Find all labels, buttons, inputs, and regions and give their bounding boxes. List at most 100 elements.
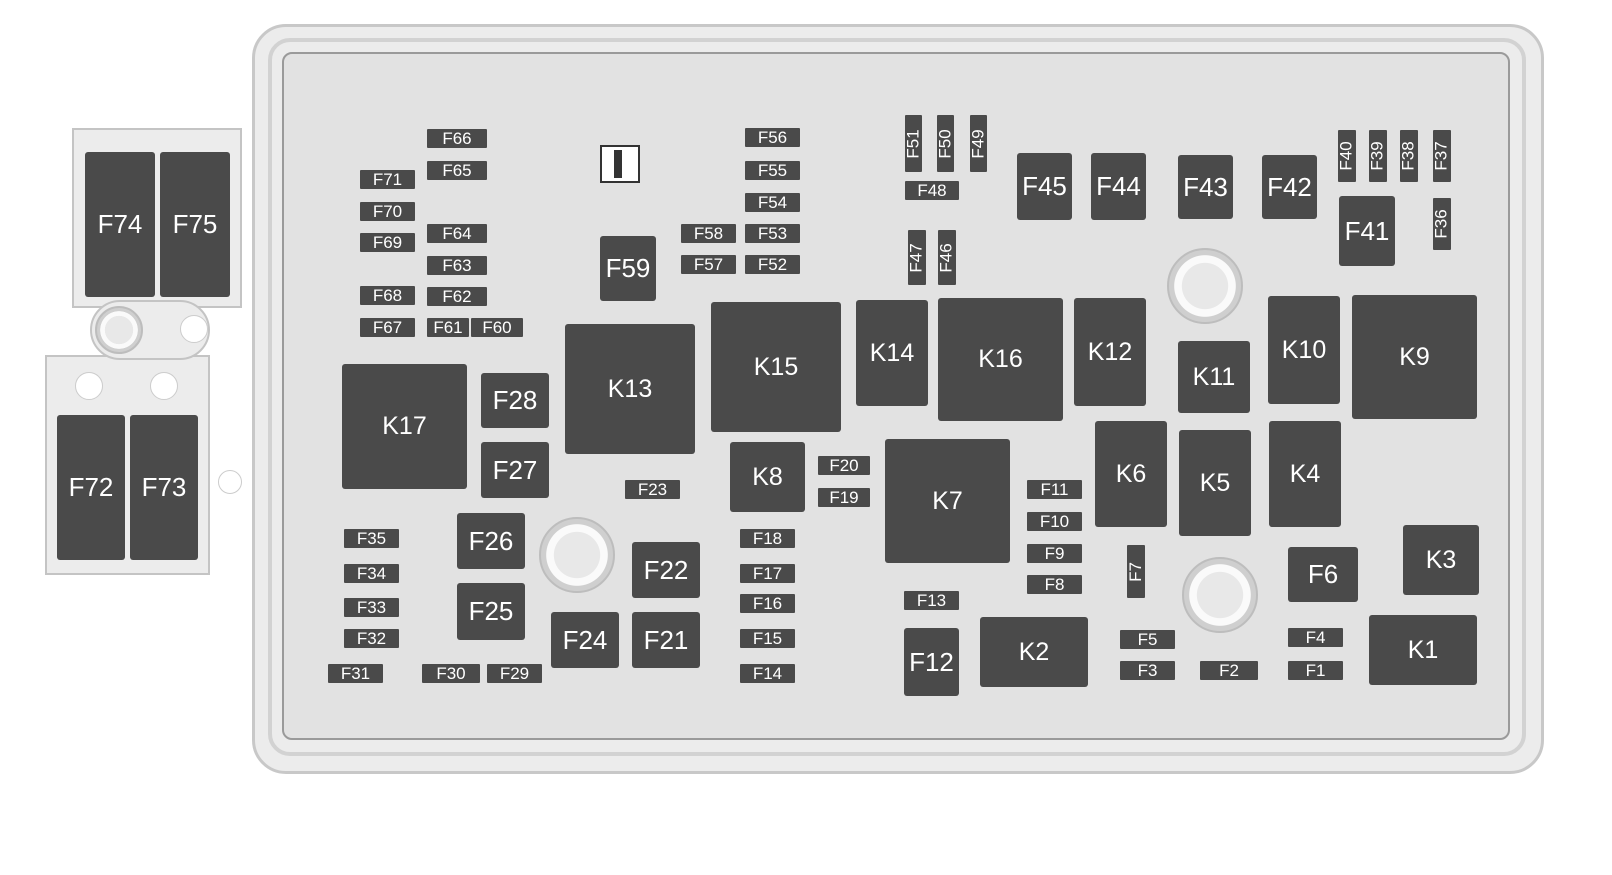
fuse-f75: F75 [160,152,230,297]
component-label: K10 [1281,335,1327,364]
component-label: F74 [97,209,143,239]
component-label: K6 [1115,459,1147,488]
component-label: F62 [442,286,472,306]
fuse-f54: F54 [745,193,800,212]
component-label: F33 [356,597,387,617]
component-label: K7 [932,486,963,515]
component-label: F57 [693,254,724,274]
fuse-f72: F72 [57,415,125,560]
component-label: F26 [468,525,514,556]
component-label: F37 [1432,141,1452,171]
component-label: K4 [1289,459,1321,488]
component-label: F12 [909,646,954,677]
fuse-f17: F17 [740,564,795,583]
fuse-puller [600,145,640,183]
fuse-f61: F61 [427,318,469,337]
mounting-hole [180,315,208,343]
fuse-f62: F62 [427,287,487,306]
fuse-f23: F23 [625,480,680,499]
component-label: F16 [752,593,783,613]
relay-k3: K3 [1403,525,1479,595]
component-label: K8 [752,462,783,491]
fuse-f14: F14 [740,664,795,683]
relay-k2: K2 [980,617,1088,687]
component-label: F1 [1305,660,1326,680]
fuse-f40: F40 [1337,130,1357,182]
fuse-f71: F71 [360,170,415,189]
stud-nut [1182,557,1258,633]
fuse-f18: F18 [740,529,795,548]
component-label: F67 [372,317,403,337]
component-label: F3 [1137,660,1158,680]
relay-k11: K11 [1178,341,1250,413]
fuse-f42: F42 [1262,155,1317,219]
component-label: F64 [442,223,472,243]
fuse-f31: F31 [328,664,383,683]
fuse-f4: F4 [1288,628,1343,647]
fuse-puller-grip [614,150,622,178]
fuse-f32: F32 [344,629,399,648]
component-label: F24 [562,624,608,655]
fuse-f48: F48 [905,181,959,200]
relay-k4: K4 [1269,421,1341,527]
fuse-f70: F70 [360,202,415,221]
component-label: F38 [1399,141,1419,171]
fuse-f63: F63 [427,256,487,275]
fuse-f39: F39 [1368,130,1387,182]
component-label: F10 [1039,511,1070,531]
fuse-f36: F36 [1432,198,1451,250]
component-label: F4 [1305,627,1326,647]
relay-k7: K7 [885,439,1010,563]
component-label: F72 [68,472,114,502]
fuse-f16: F16 [740,594,795,613]
component-label: F48 [917,180,947,200]
fuse-f38: F38 [1399,130,1419,182]
mounting-hole [150,372,178,400]
component-label: K17 [382,412,427,440]
fuse-f47: F47 [907,230,926,285]
component-label: F28 [492,385,538,415]
component-label: F5 [1137,629,1158,649]
fuse-f29: F29 [487,664,542,683]
mounting-hole [218,470,242,494]
component-label: F34 [356,563,387,583]
component-label: F43 [1183,171,1228,202]
component-label: F60 [482,317,512,337]
stud-nut [1167,248,1243,324]
component-label: F35 [356,528,387,548]
fuse-f58: F58 [681,224,736,243]
fuse-f27: F27 [481,442,549,498]
component-label: F50 [935,128,955,159]
fuse-f3: F3 [1120,661,1175,680]
fuse-f24: F24 [551,612,619,668]
fuse-f25: F25 [457,583,525,640]
fuse-f45: F45 [1017,153,1072,220]
component-label: F40 [1337,141,1357,171]
component-label: F66 [442,128,472,148]
relay-k16: K16 [938,298,1063,421]
fuse-f2: F2 [1200,661,1258,680]
component-label: F73 [141,472,187,502]
fuse-f55: F55 [745,161,800,180]
relay-k13: K13 [565,324,695,454]
relay-k14: K14 [856,300,928,406]
component-label: F7 [1126,561,1145,582]
component-label: F18 [752,528,783,548]
component-label: F19 [829,487,859,507]
component-label: F63 [442,255,472,275]
component-label: F23 [637,479,668,499]
component-label: F70 [372,201,403,221]
fuse-f34: F34 [344,564,399,583]
relay-k9: K9 [1352,295,1477,419]
component-label: F14 [752,663,783,683]
fuse-f67: F67 [360,318,415,337]
component-label: F56 [757,127,788,147]
fuse-f41: F41 [1339,196,1395,266]
component-label: K11 [1192,362,1236,391]
fuse-f21: F21 [632,612,700,668]
component-label: K13 [607,374,653,403]
fuse-f53: F53 [745,224,800,243]
fuse-f60: F60 [471,318,523,337]
fuse-f7: F7 [1126,545,1145,598]
component-label: F15 [752,628,783,648]
